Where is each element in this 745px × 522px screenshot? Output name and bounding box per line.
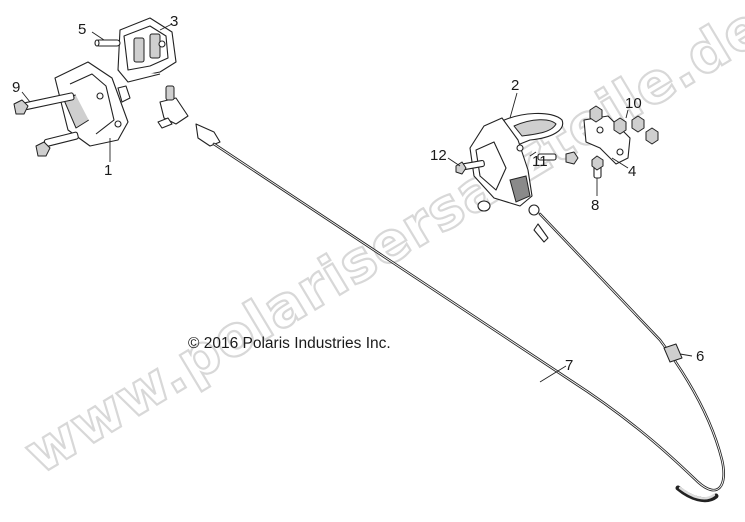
cable-end-fitting [157, 85, 221, 147]
callout-7: 7 [565, 357, 573, 374]
plate-bolt-part [591, 155, 604, 179]
brake-handle-part [469, 112, 564, 212]
leader-lines [21, 23, 693, 383]
pin-part [94, 39, 121, 47]
handle-cable-fitting [528, 204, 549, 243]
callout-5: 5 [78, 21, 86, 38]
callout-3: 3 [170, 13, 178, 30]
callout-1: 1 [104, 162, 112, 179]
cable-clip-part [663, 343, 683, 363]
nut-part [589, 105, 659, 145]
caliper-body-part [117, 17, 177, 83]
callout-10: 10 [625, 95, 642, 112]
copyright-notice: © 2016 Polaris Industries Inc. [188, 335, 391, 352]
handle-bolt-part [455, 159, 485, 175]
callout-labels: 1 2 3 4 5 6 7 8 9 10 11 12 [12, 13, 704, 374]
brake-cable-part [212, 142, 725, 503]
callout-11: 11 [532, 153, 548, 170]
callout-2: 2 [511, 77, 519, 94]
callout-8: 8 [591, 197, 599, 214]
callout-9: 9 [12, 79, 20, 96]
callout-4: 4 [628, 163, 636, 180]
callout-6: 6 [696, 348, 704, 365]
bracket-bolt-part [13, 92, 79, 157]
caliper-bracket-part [54, 61, 131, 147]
handle-pivot-bolt-part [537, 151, 579, 165]
callout-12: 12 [430, 147, 447, 164]
